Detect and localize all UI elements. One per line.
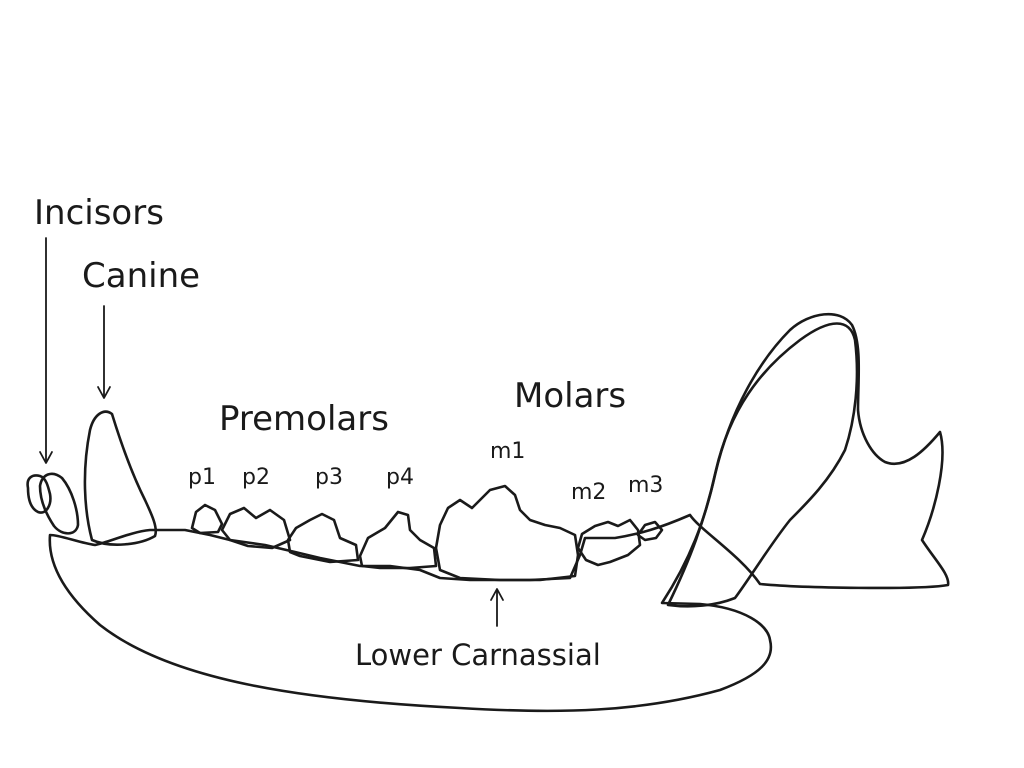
premolar-p4 (358, 510, 438, 570)
canine-arrow (97, 305, 111, 399)
molar-m1 (434, 484, 580, 582)
incisor-tooth-2 (38, 472, 80, 535)
lower-carnassial-label: Lower Carnassial (355, 638, 601, 672)
premolars-label: Premolars (219, 399, 389, 439)
mandible-outline (48, 312, 950, 713)
premolar-p2 (220, 506, 292, 550)
p3-label: p3 (315, 465, 343, 490)
p2-label: p2 (242, 465, 270, 490)
premolar-p1 (190, 503, 224, 535)
p1-label: p1 (188, 465, 216, 490)
ramus-fossa (666, 322, 859, 608)
canine-label: Canine (82, 256, 200, 296)
incisors-label: Incisors (34, 193, 164, 233)
p4-label: p4 (386, 465, 414, 490)
molar-m3 (636, 520, 664, 542)
canine-tooth (83, 410, 158, 546)
incisor-tooth-1 (26, 474, 52, 514)
molars-label: Molars (514, 376, 626, 416)
incisors-arrow (39, 237, 53, 464)
m1-label: m1 (490, 439, 525, 464)
molar-m2 (576, 518, 642, 567)
lower-carnassial-arrow (490, 588, 504, 627)
premolar-p3 (286, 512, 360, 564)
m3-label: m3 (628, 473, 663, 498)
m2-label: m2 (571, 480, 606, 505)
